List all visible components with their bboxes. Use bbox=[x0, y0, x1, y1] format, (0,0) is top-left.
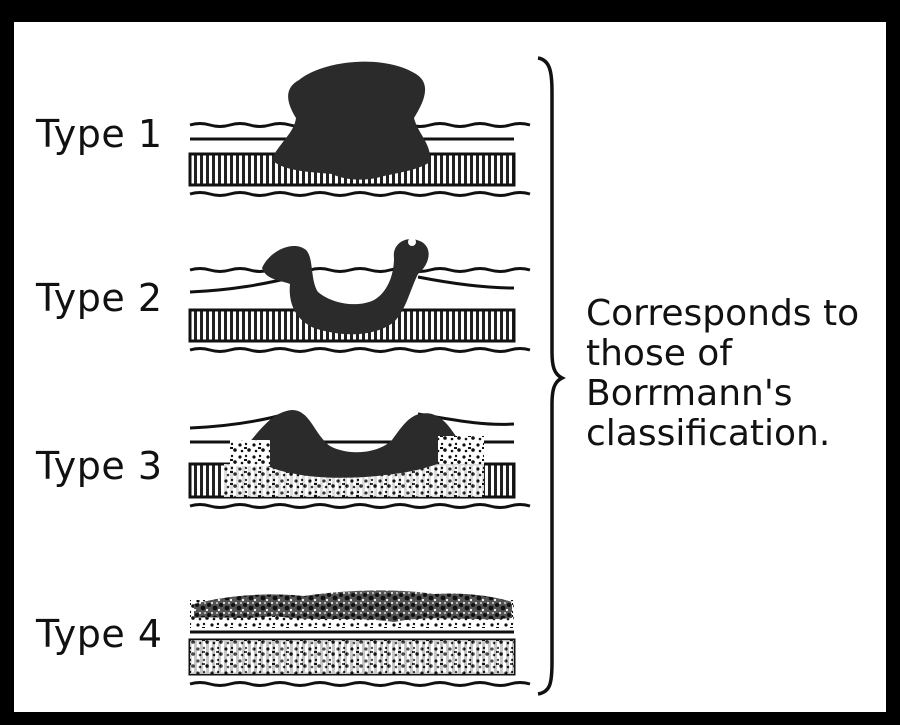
type-2-submucosa-line bbox=[190, 277, 514, 292]
note-line: classification. bbox=[586, 414, 859, 454]
type-2-diagram bbox=[190, 238, 530, 352]
type-4-diagram bbox=[190, 590, 530, 685]
type-3-surface-line bbox=[190, 414, 514, 428]
type-1-serosa-line bbox=[190, 193, 530, 196]
type-1-diagram bbox=[190, 62, 530, 196]
borrmann-note: Corresponds to those of Borrmann's class… bbox=[586, 294, 859, 454]
note-line: Corresponds to bbox=[586, 294, 859, 334]
type-4-serosa-line bbox=[190, 683, 530, 686]
type-3-diagram bbox=[190, 410, 530, 508]
type-4-tumor-top bbox=[194, 590, 512, 622]
note-line: Borrmann's bbox=[586, 374, 859, 414]
diagram-panel: Type 1 Type 2 Type 3 Type 4 bbox=[14, 22, 886, 712]
type-3-serosa-line bbox=[190, 505, 530, 508]
curly-bracket bbox=[538, 58, 562, 694]
type-2-surface-line bbox=[190, 269, 530, 272]
type-2-serosa-line bbox=[190, 349, 530, 352]
note-line: those of bbox=[586, 334, 859, 374]
type-1-tumor bbox=[272, 62, 430, 180]
